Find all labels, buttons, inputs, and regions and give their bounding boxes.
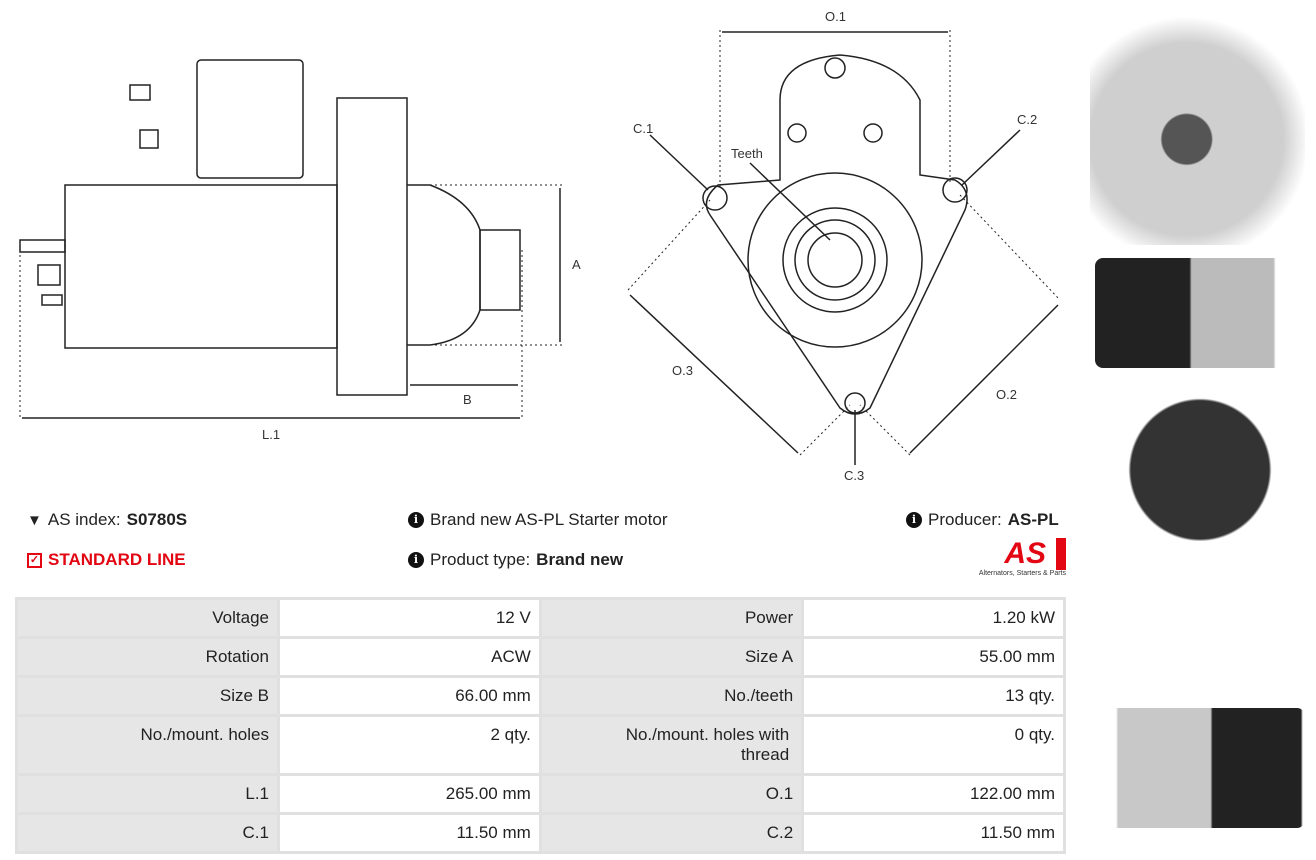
spec-value: 2 qty. bbox=[277, 714, 542, 776]
logo-mark: AS bbox=[966, 538, 1066, 570]
spec-label: No./teeth bbox=[538, 675, 805, 717]
spec-value: 122.00 mm bbox=[801, 773, 1066, 815]
spec-value: 0 qty. bbox=[801, 714, 1066, 776]
spec-label: Power bbox=[538, 597, 805, 639]
producer: i Producer: AS-PL bbox=[906, 510, 1059, 530]
dim-b-label: B bbox=[463, 392, 472, 407]
description: i Brand new AS-PL Starter motor bbox=[408, 510, 667, 530]
spec-label: C.2 bbox=[538, 812, 805, 854]
as-index-value: S0780S bbox=[126, 510, 188, 529]
dim-c2-label: C.2 bbox=[1017, 112, 1038, 127]
checkbox-icon: ✓ bbox=[27, 552, 42, 568]
teeth-label: Teeth bbox=[731, 146, 763, 161]
logo-tagline: Alternators, Starters & Parts bbox=[978, 570, 1066, 577]
info-icon: i bbox=[408, 512, 424, 528]
spec-label: No./mount. holes bbox=[15, 714, 280, 776]
producer-value: AS-PL bbox=[1007, 510, 1059, 529]
description-text: Brand new AS-PL Starter motor bbox=[430, 510, 668, 529]
spec-label: Size B bbox=[15, 675, 280, 717]
product-photo-front[interactable] bbox=[1090, 10, 1305, 245]
spec-value: 66.00 mm bbox=[277, 675, 542, 717]
spec-value: 13 qty. bbox=[801, 675, 1066, 717]
dim-o3-label: O.3 bbox=[672, 363, 693, 378]
info-icon: i bbox=[906, 512, 922, 528]
spec-value: ACW bbox=[277, 636, 542, 678]
product-photo-side-2[interactable] bbox=[1095, 708, 1305, 828]
spec-label: Voltage bbox=[15, 597, 280, 639]
spec-value: 12 V bbox=[277, 597, 542, 639]
standard-line-badge: ✓ STANDARD LINE bbox=[27, 550, 186, 570]
dim-a-label: A bbox=[572, 257, 581, 272]
dim-c1-label: C.1 bbox=[633, 121, 654, 136]
spec-label: O.1 bbox=[538, 773, 805, 815]
dim-o2-label: O.2 bbox=[996, 387, 1017, 402]
spec-value: 265.00 mm bbox=[277, 773, 542, 815]
spec-label: Size A bbox=[538, 636, 805, 678]
dim-l1-label: L.1 bbox=[262, 427, 281, 442]
producer-label: Producer: bbox=[928, 510, 1002, 529]
standard-line-text: STANDARD LINE bbox=[48, 550, 186, 569]
product-type: i Product type: Brand new bbox=[408, 550, 623, 570]
as-index: ▼ AS index: S0780S bbox=[27, 510, 187, 530]
tags-icon: ▼ bbox=[27, 511, 42, 529]
spec-label: L.1 bbox=[15, 773, 280, 815]
spec-value: 11.50 mm bbox=[801, 812, 1066, 854]
spec-value: 1.20 kW bbox=[801, 597, 1066, 639]
front-view-diagram bbox=[627, 30, 1061, 465]
spec-label: No./mount. holes with thread bbox=[538, 714, 805, 776]
dim-o1-label: O.1 bbox=[825, 9, 846, 24]
as-logo: AS Alternators, Starters & Parts bbox=[966, 538, 1066, 577]
product-type-label: Product type: bbox=[430, 550, 531, 569]
spec-value: 11.50 mm bbox=[277, 812, 542, 854]
spec-value: 55.00 mm bbox=[801, 636, 1066, 678]
info-icon: i bbox=[408, 552, 424, 568]
side-view-diagram bbox=[19, 59, 565, 420]
product-photo-side[interactable] bbox=[1095, 258, 1305, 368]
spec-label: C.1 bbox=[15, 812, 280, 854]
as-index-label: AS index: bbox=[47, 510, 121, 529]
spec-label: Rotation bbox=[15, 636, 280, 678]
dim-c3-label: C.3 bbox=[844, 468, 865, 483]
product-type-value: Brand new bbox=[536, 550, 624, 569]
product-photo-rear[interactable] bbox=[1095, 383, 1305, 693]
